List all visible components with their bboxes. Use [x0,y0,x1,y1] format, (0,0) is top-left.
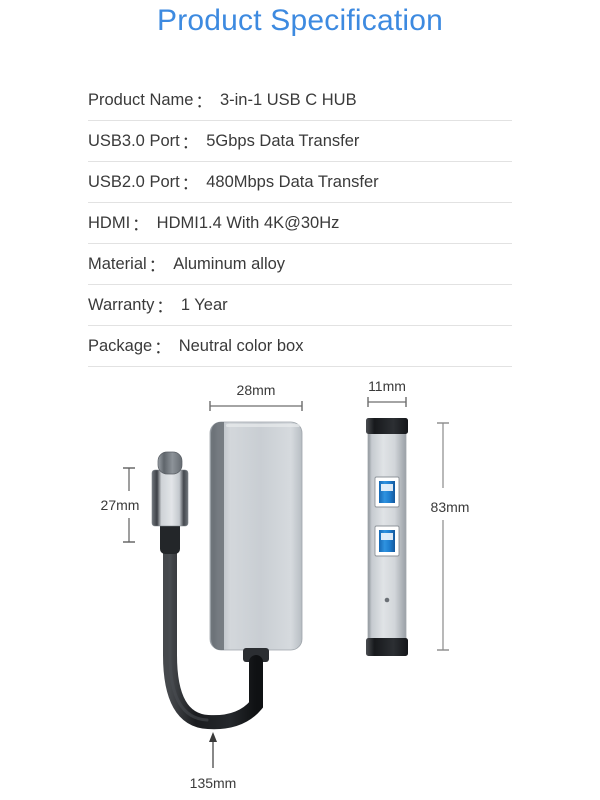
spec-label: Product Name [88,90,194,109]
usb-c-connector-body [151,469,189,527]
spec-value: 1 Year [180,295,228,314]
spec-value: 480Mbps Data Transfer [206,172,379,191]
spec-separator: ： [132,216,149,234]
dimension-label-11mm: 11mm [368,378,406,394]
spec-label: HDMI [88,213,131,232]
cable-dimension-arrow [209,732,217,742]
dimension-label-135mm: 135mm [190,775,237,791]
spec-row: USB3.0 Port ： 5Gbps Data Transfer [88,121,512,162]
specification-table: Product Name ： 3-in-1 USB C HUB USB3.0 P… [88,80,512,367]
spec-label: Package [88,336,153,355]
led-indicator [384,597,390,603]
spec-separator: ： [181,134,199,152]
bottom-end-cap [366,638,408,656]
dimension-cable-length: 135mm [190,732,237,791]
hub-side-view [366,418,408,727]
spec-label: Material [88,254,147,273]
dimension-body-width: 28mm [209,382,303,411]
cable-strain-relief [160,520,180,554]
dimension-connector-length: 27mm [101,467,140,543]
usb3-port-lower [374,525,400,557]
top-end-cap [366,418,408,434]
spec-row: Warranty ： 1 Year [88,285,512,326]
product-diagram: 28mm 11mm 27mm [0,360,600,800]
spec-separator: ： [195,93,212,111]
dimension-label-28mm: 28mm [237,382,276,398]
spec-separator: ： [154,339,171,357]
spec-separator: ： [148,257,166,275]
dimension-side-width: 11mm [367,378,407,407]
spec-value: 3-in-1 USB C HUB [219,90,357,109]
spec-label: Warranty [88,295,155,314]
spec-separator: ： [156,298,173,316]
spec-separator: ： [181,175,199,193]
usb-c-cable-assembly [151,451,263,730]
dimension-label-83mm: 83mm [431,499,470,515]
spec-row: Package ： Neutral color box [88,326,512,367]
spec-value: 5Gbps Data Transfer [206,131,360,150]
spec-value: Aluminum alloy [173,254,286,273]
spec-row: HDMI ： HDMI1.4 With 4K@30Hz [88,203,512,244]
dimension-label-27mm: 27mm [101,497,140,513]
spec-label: USB3.0 Port [88,131,180,150]
spec-label: USB2.0 Port [88,172,180,191]
spec-value: HDMI1.4 With 4K@30Hz [156,213,340,232]
spec-value: Neutral color box [178,336,304,355]
page-title: Product Specification [156,4,444,37]
usb-c-connector-tip [157,451,183,475]
hub-body-front-view [209,421,303,662]
dimension-body-height: 83mm [431,422,470,651]
usb3-port-upper [374,476,400,508]
spec-row: Material ： Aluminum alloy [88,244,512,285]
spec-row: Product Name ： 3-in-1 USB C HUB [88,80,512,121]
spec-row: USB2.0 Port ： 480Mbps Data Transfer [88,162,512,203]
